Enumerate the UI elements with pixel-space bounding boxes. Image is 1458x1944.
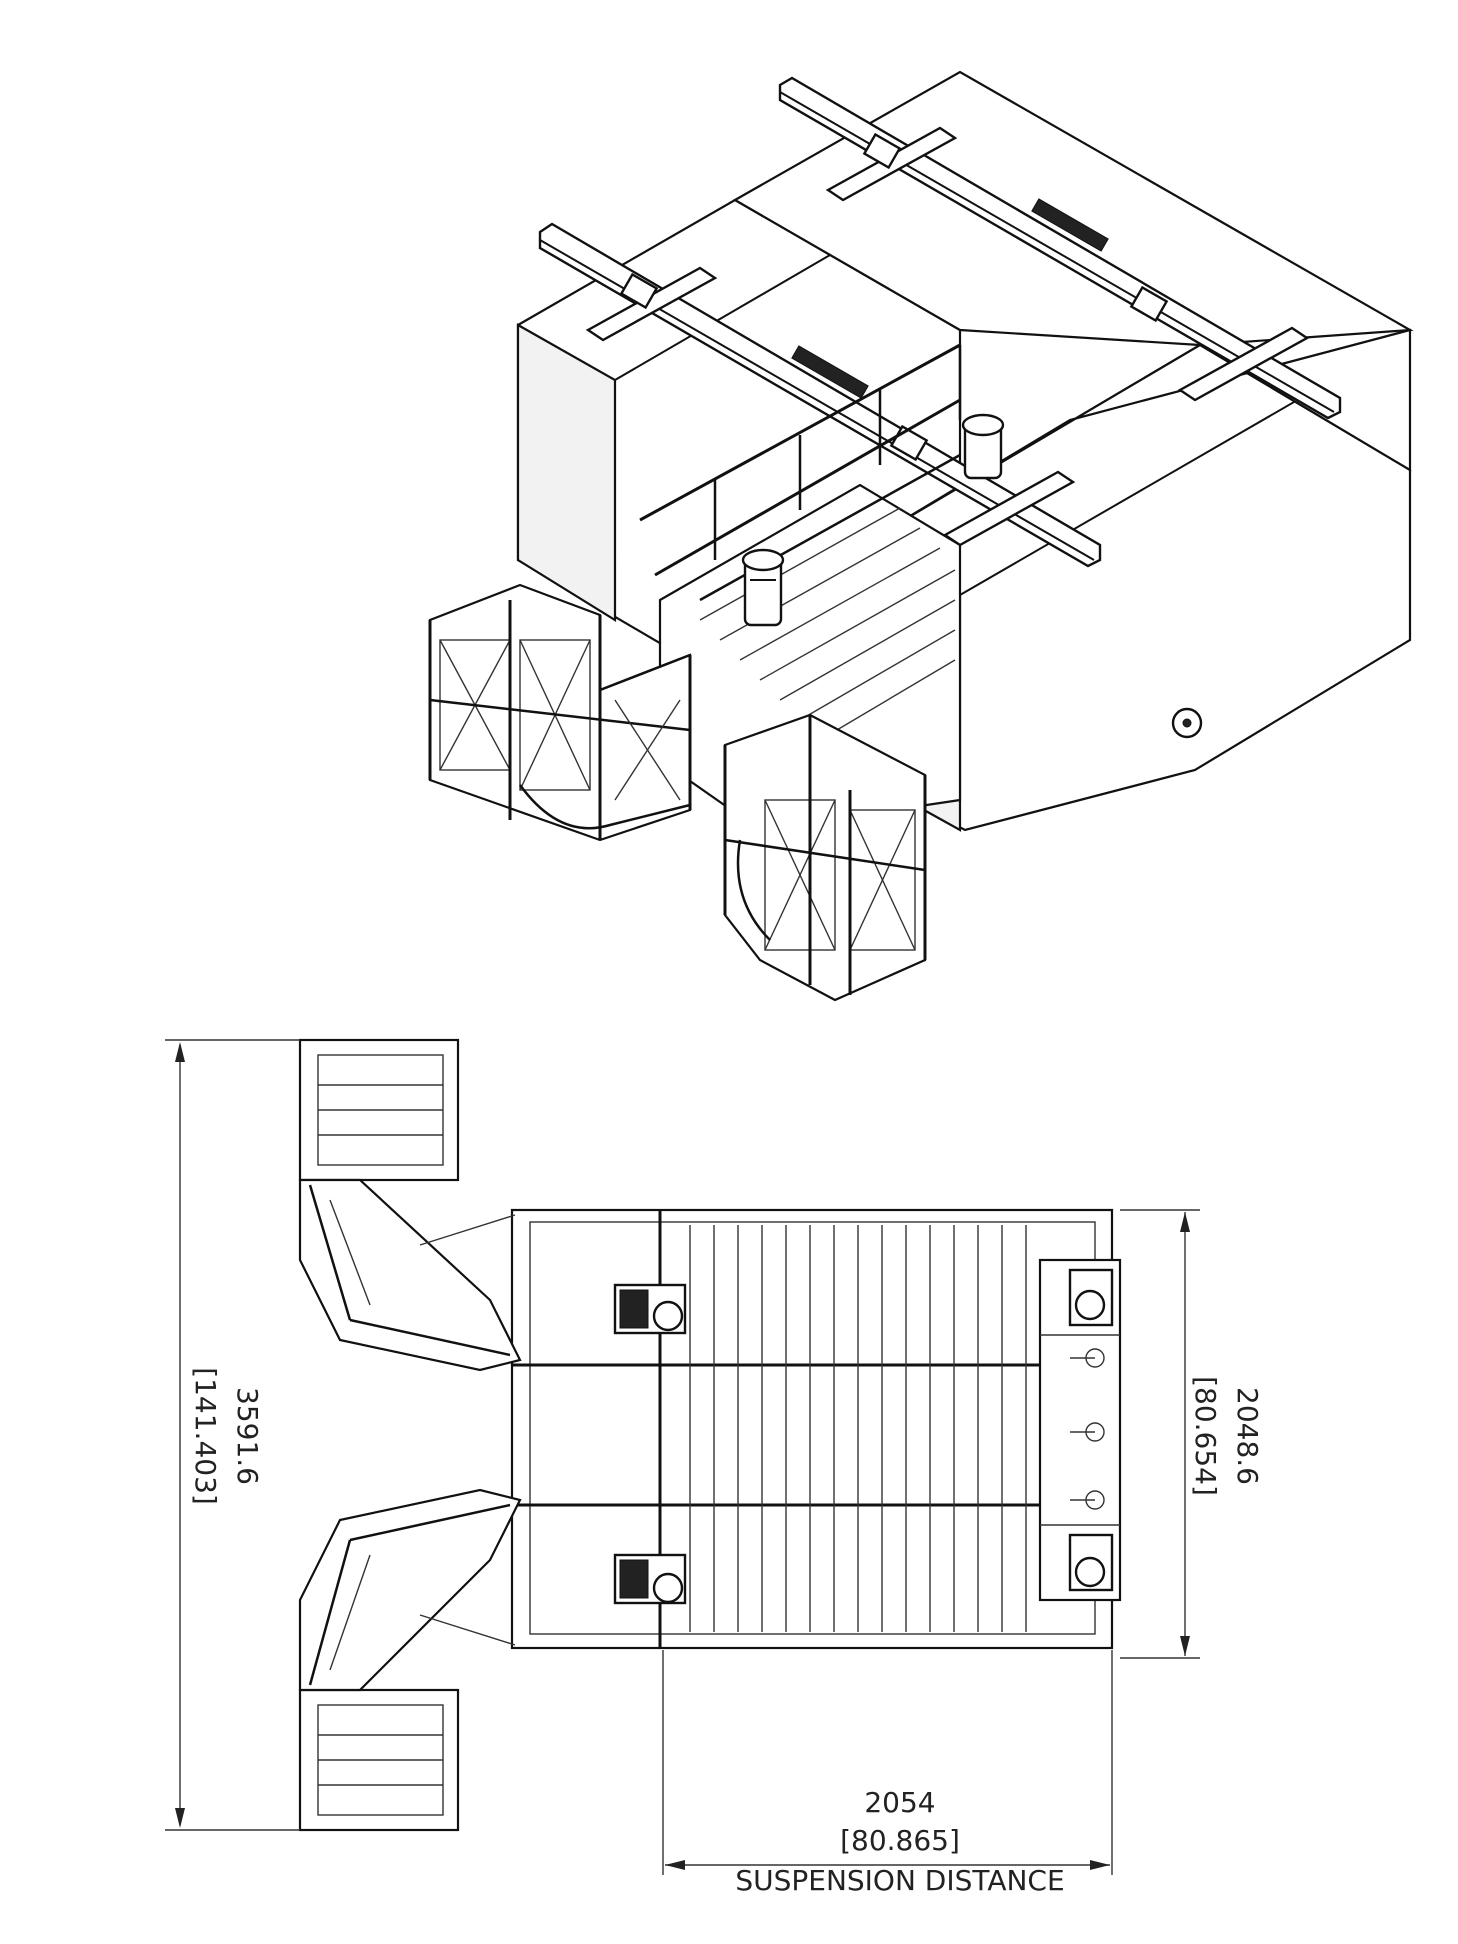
dimension-suspension-distance xyxy=(662,1650,1113,1875)
platform-frame xyxy=(510,1208,1114,1650)
right-end-cage xyxy=(723,713,927,1002)
platform-width-in: [80.654] xyxy=(1189,1376,1222,1496)
hoist-motor-rear xyxy=(961,413,1005,480)
hoist-motor-plan-bottom xyxy=(613,1553,687,1605)
roof-beam-rear xyxy=(778,76,1342,420)
suspension-distance-label: SUSPENSION DISTANCE xyxy=(735,1864,1064,1897)
platform-guardrails xyxy=(639,343,962,602)
top-end-cage-plan xyxy=(298,1038,522,1372)
left-end-cage xyxy=(428,583,692,842)
overall-length-in: [141.403] xyxy=(189,1367,222,1505)
suspension-distance-mm: 2054 xyxy=(864,1786,935,1819)
deck-slats xyxy=(689,1225,1027,1632)
roof-beam-front xyxy=(538,222,1102,568)
dimension-platform-width xyxy=(1120,1209,1200,1659)
hoist-motor-plan-top xyxy=(613,1283,687,1335)
platform-width-mm: 2048.6 xyxy=(1231,1387,1264,1485)
plan-view xyxy=(165,1038,1200,1875)
overall-length-mm: 3591.6 xyxy=(231,1387,264,1485)
castor-wheel xyxy=(1171,707,1203,739)
control-box-plan xyxy=(1038,1258,1122,1602)
isometric-view xyxy=(428,70,1414,1002)
bottom-end-cage-plan xyxy=(298,1488,522,1832)
dimension-overall-length xyxy=(165,1039,300,1831)
suspension-distance-in: [80.865] xyxy=(840,1824,960,1857)
hoist-motor-front xyxy=(741,548,785,627)
